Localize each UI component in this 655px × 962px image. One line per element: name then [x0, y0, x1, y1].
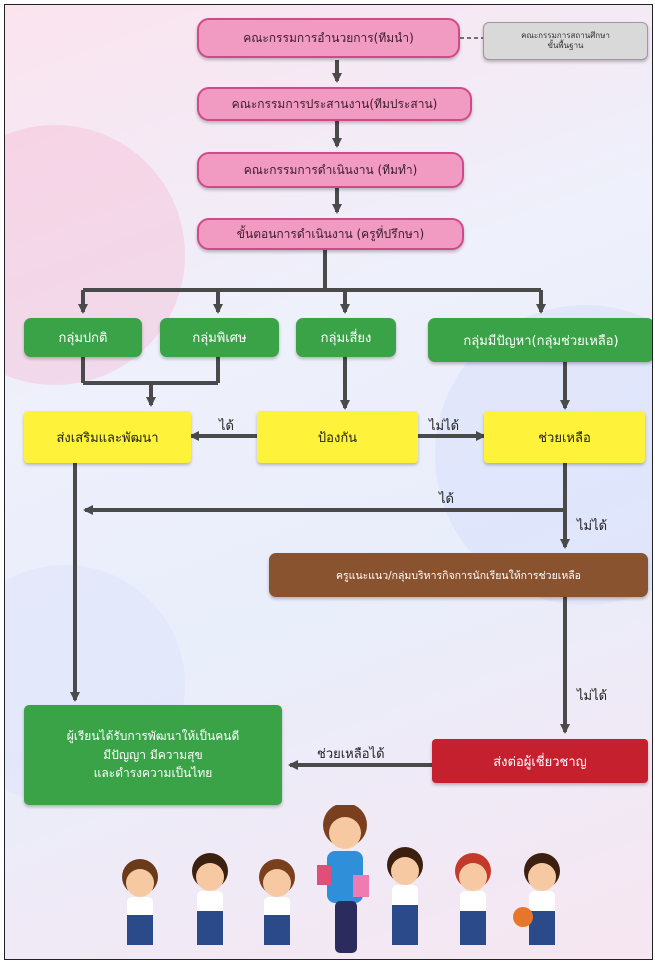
label-help-to-counselor: ไม่ได้ — [577, 519, 608, 534]
student-2 — [192, 853, 228, 945]
connector-lines — [70, 37, 570, 770]
label-help-back: ได้ — [439, 492, 454, 507]
node-lead-committee: คณะกรรมการอำนวยการ(ทีมนำ) — [197, 18, 460, 58]
node-group-normal: กลุ่มปกติ — [24, 318, 142, 357]
node-ops-committee: คณะกรรมการดำเนินงาน (ทีมทำ) — [197, 152, 464, 188]
outcome-line-3: และดำรงความเป็นไทย — [93, 766, 213, 781]
node-group-problem: กลุ่มมีปัญหา(กลุ่มช่วยเหลือ) — [428, 318, 652, 362]
outcome-line-2: มีปัญญา มีความสุข — [103, 747, 203, 762]
label-refer-to-outcome: ช่วยเหลือได้ — [317, 747, 385, 762]
teacher-figure — [317, 805, 369, 953]
teacher-students-illustration — [122, 805, 560, 953]
node-group-risk: กลุ่มเสี่ยง — [296, 318, 396, 357]
node-group-special: กลุ่มพิเศษ — [160, 318, 279, 357]
label-prevent-to-promote: ได้ — [219, 419, 234, 434]
node-outcome: ผู้เรียนได้รับการพัฒนาให้เป็นคนดี มีปัญญ… — [24, 705, 282, 805]
outcome-line-1: ผู้เรียนได้รับการพัฒนาให้เป็นคนดี — [66, 729, 240, 744]
student-3 — [259, 859, 295, 945]
student-figures — [122, 847, 560, 945]
flowchart-canvas: คณะกรรมการอำนวยการ(ทีมนำ) คณะกรรมการสถาน… — [4, 4, 653, 960]
student-4 — [387, 847, 423, 945]
node-coord-committee: คณะกรรมการประสานงาน(ทีมประสาน) — [197, 87, 472, 121]
label-prevent-to-help: ไม่ได้ — [429, 419, 460, 434]
student-5 — [455, 853, 491, 945]
school-board-line-2: ขั้นพื้นฐาน — [547, 41, 584, 50]
label-counselor-to-refer: ไม่ได้ — [577, 689, 608, 704]
school-board-line-1: คณะกรรมการสถานศึกษา — [521, 31, 610, 41]
node-promote: ส่งเสริมและพัฒนา — [24, 411, 191, 463]
node-help: ช่วยเหลือ — [484, 411, 645, 463]
student-1 — [122, 859, 158, 945]
node-refer: ส่งต่อผู้เชี่ยวชาญ — [432, 739, 648, 783]
node-counselor: ครูแนะแนว/กลุ่มบริหารกิจการนักเรียนให้กา… — [269, 553, 648, 597]
node-prevent: ป้องกัน — [257, 411, 418, 463]
node-process: ขั้นตอนการดำเนินงาน (ครูที่ปรึกษา) — [197, 218, 464, 250]
student-6 — [513, 853, 560, 945]
node-school-board: คณะกรรมการสถานศึกษา ขั้นพื้นฐาน — [483, 22, 648, 60]
